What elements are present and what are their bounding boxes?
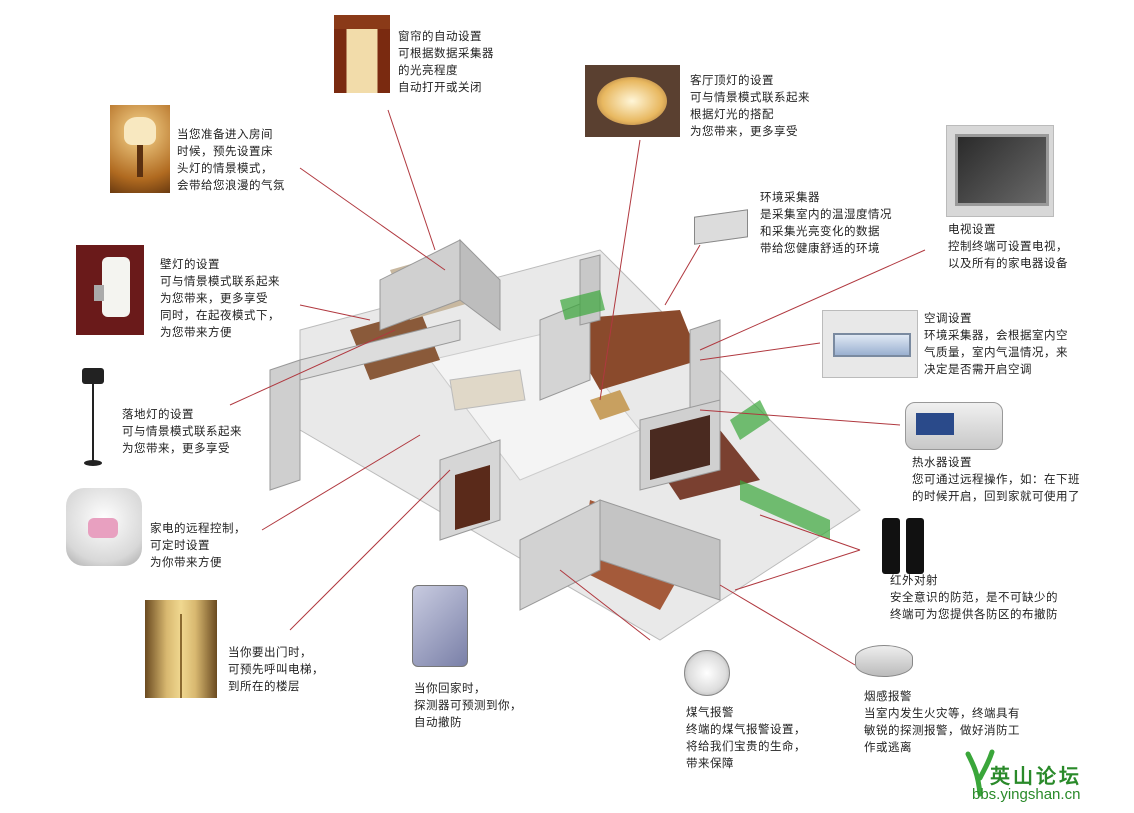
bedside-lamp-title: 当您准备进入房间 bbox=[177, 127, 273, 141]
ac-body: 环境采集器，会根据室内空 气质量，室内气温情况，来 决定是否需开启空调 bbox=[924, 328, 1068, 376]
elevator-caption: 当你要出门时， 可预先呼叫电梯， 到所在的楼层 bbox=[228, 644, 324, 695]
elevator-photo bbox=[145, 600, 217, 698]
detector-title: 当你回家时， bbox=[414, 681, 486, 695]
appliance-caption: 家电的远程控制， 可定时设置 为你带来方便 bbox=[150, 520, 246, 571]
floor-lamp-title: 落地灯的设置 bbox=[122, 407, 194, 421]
floor-lamp-photo bbox=[78, 368, 108, 470]
tv-body: 控制终端可设置电视， 以及所有的家电器设备 bbox=[948, 239, 1068, 270]
infrared-body: 安全意识的防范，是不可缺少的 终端可为您提供各防区的布撤防 bbox=[890, 590, 1058, 621]
curtain-title: 窗帘的自动设置 bbox=[398, 29, 482, 43]
watermark-title: 英山论坛 bbox=[990, 764, 1082, 788]
appliance-title: 家电的远程控制， bbox=[150, 521, 246, 535]
ceiling-light-caption: 客厅顶灯的设置 可与情景模式联系起来 根据灯光的搭配 为您带来，更多享受 bbox=[690, 72, 810, 140]
env-collector-caption: 环境采集器 是采集室内的温湿度情况 和采集光亮变化的数据 带给您健康舒适的环境 bbox=[760, 189, 892, 257]
water-heater-photo bbox=[905, 402, 1003, 450]
curtain-caption: 窗帘的自动设置 可根据数据采集器 的光亮程度 自动打开或关闭 bbox=[398, 28, 494, 96]
env-collector-body: 是采集室内的温湿度情况 和采集光亮变化的数据 带给您健康舒适的环境 bbox=[760, 207, 892, 255]
ceiling-light-title: 客厅顶灯的设置 bbox=[690, 73, 774, 87]
floor-lamp-caption: 落地灯的设置 可与情景模式联系起来 为您带来，更多享受 bbox=[122, 406, 242, 457]
water-heater-title: 热水器设置 bbox=[912, 455, 972, 469]
gas-alarm-photo bbox=[684, 650, 730, 696]
smoke-alarm-body: 当室内发生火灾等，终端具有 敏锐的探测报警，做好消防工 作或逃离 bbox=[864, 706, 1020, 754]
wall-lamp-body: 可与情景模式联系起来 为您带来，更多享受 同时，在起夜模式下， 为您带来方便 bbox=[160, 274, 280, 339]
infrared-sensor-photo bbox=[880, 518, 930, 578]
wall-lamp-caption: 壁灯的设置 可与情景模式联系起来 为您带来，更多享受 同时，在起夜模式下， 为您… bbox=[160, 256, 280, 341]
gas-alarm-body: 终端的煤气报警设置， 将给我们宝贵的生命， 带来保障 bbox=[686, 722, 806, 770]
env-collector-device bbox=[690, 205, 750, 247]
elevator-body: 可预先呼叫电梯， 到所在的楼层 bbox=[228, 662, 324, 693]
ac-title: 空调设置 bbox=[924, 311, 972, 325]
detector-caption: 当你回家时， 探测器可预测到你， 自动撤防 bbox=[414, 680, 522, 731]
rice-cooker-photo bbox=[66, 488, 142, 566]
bedside-lamp-caption: 当您准备进入房间 时候，预先设置床 头灯的情景模式， 会带给您浪漫的气氛 bbox=[177, 126, 285, 194]
tv-caption: 电视设置 控制终端可设置电视， 以及所有的家电器设备 bbox=[948, 221, 1068, 272]
ac-caption: 空调设置 环境采集器，会根据室内空 气质量，室内气温情况，来 决定是否需开启空调 bbox=[924, 310, 1068, 378]
infrared-caption: 红外对射 安全意识的防范，是不可缺少的 终端可为您提供各防区的布撤防 bbox=[890, 572, 1058, 623]
tv-photo bbox=[946, 125, 1054, 217]
house-floor-plan bbox=[269, 238, 861, 641]
connector-lines bbox=[229, 109, 926, 666]
wall-lamp-title: 壁灯的设置 bbox=[160, 257, 220, 271]
gas-alarm-title: 煤气报警 bbox=[686, 705, 734, 719]
floor-lamp-body: 可与情景模式联系起来 为您带来，更多享受 bbox=[122, 424, 242, 455]
smoke-alarm-photo bbox=[855, 645, 913, 677]
tv-title: 电视设置 bbox=[948, 222, 996, 236]
ceiling-light-photo bbox=[585, 65, 680, 137]
curtain-body: 可根据数据采集器 的光亮程度 自动打开或关闭 bbox=[398, 46, 494, 94]
bedside-lamp-body: 时候，预先设置床 头灯的情景模式， 会带给您浪漫的气氛 bbox=[177, 144, 285, 192]
smoke-alarm-caption: 烟感报警 当室内发生火灾等，终端具有 敏锐的探测报警，做好消防工 作或逃离 bbox=[864, 688, 1020, 756]
env-collector-title: 环境采集器 bbox=[760, 190, 820, 204]
forum-logo-icon bbox=[965, 749, 995, 797]
water-heater-body: 您可通过远程操作，如：在下班 的时候开启，回到家就可使用了 bbox=[912, 472, 1080, 503]
smoke-alarm-title: 烟感报警 bbox=[864, 689, 912, 703]
detector-photo bbox=[412, 585, 468, 667]
watermark-url: bbs.yingshan.cn bbox=[972, 786, 1081, 803]
wall-lamp-photo bbox=[76, 245, 144, 335]
infrared-title: 红外对射 bbox=[890, 573, 938, 587]
gas-alarm-caption: 煤气报警 终端的煤气报警设置， 将给我们宝贵的生命， 带来保障 bbox=[686, 704, 806, 772]
bedside-lamp-photo bbox=[110, 105, 170, 193]
ac-photo bbox=[822, 310, 918, 378]
ceiling-light-body: 可与情景模式联系起来 根据灯光的搭配 为您带来，更多享受 bbox=[690, 90, 810, 138]
water-heater-caption: 热水器设置 您可通过远程操作，如：在下班 的时候开启，回到家就可使用了 bbox=[912, 454, 1080, 505]
elevator-title: 当你要出门时， bbox=[228, 645, 312, 659]
appliance-body: 可定时设置 为你带来方便 bbox=[150, 538, 222, 569]
detector-body: 探测器可预测到你， 自动撤防 bbox=[414, 698, 522, 729]
curtain-photo bbox=[334, 15, 390, 93]
